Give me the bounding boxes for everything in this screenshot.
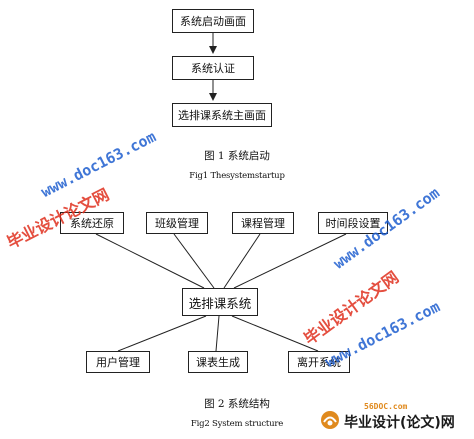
connector-center-to-time (233, 233, 347, 289)
connector-center-to-restore (95, 233, 205, 289)
footer-brand: 毕业设计(论文)网 (344, 415, 455, 431)
figure1-caption-en: Fig1 Thesystemstartup (189, 171, 285, 181)
connector-center-to-timetable (215, 315, 220, 352)
node-user-management: 用户管理 (86, 351, 150, 373)
connector-center-to-class (173, 233, 215, 289)
node-system-restore: 系统还原 (60, 212, 124, 234)
node-timetable-generation: 课表生成 (188, 351, 248, 373)
node-time-slot-settings: 时间段设置 (318, 212, 388, 234)
connector-center-to-user (117, 315, 207, 352)
node-main-screen: 选排课系统主画面 (172, 103, 272, 127)
figure2-caption-en: Fig2 System structure (190, 419, 284, 429)
connector-center-to-course (223, 233, 261, 289)
footer-site: 56DOC.com (364, 402, 408, 411)
footer-logo: 56DOC.com 毕业设计(论文)网 (318, 400, 474, 439)
figure1-caption-cn: 图 1 系统启动 (204, 150, 270, 162)
figure2-caption-cn: 图 2 系统结构 (204, 398, 270, 410)
node-authentication: 系统认证 (172, 56, 254, 80)
node-class-management: 班级管理 (146, 212, 208, 234)
logo-icon (321, 411, 339, 429)
node-course-management: 课程管理 (232, 212, 294, 234)
node-exit-system: 离开系统 (288, 351, 350, 373)
node-course-scheduling-system: 选排课系统 (182, 288, 258, 316)
connector-center-to-exit (231, 315, 319, 352)
node-startup-screen: 系统启动画面 (172, 9, 254, 33)
